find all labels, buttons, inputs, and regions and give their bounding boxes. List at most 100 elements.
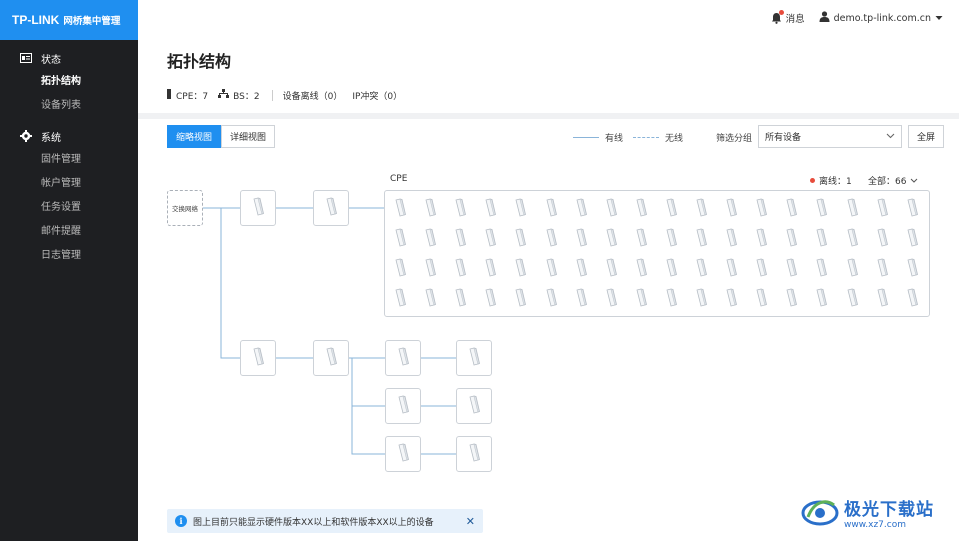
sidebar-item-topology[interactable]: 拓扑结构 <box>41 76 81 87</box>
cpe-device[interactable] <box>664 226 678 250</box>
cpe-device[interactable] <box>664 286 678 310</box>
cpe-device[interactable] <box>875 256 889 280</box>
cpe-device[interactable] <box>664 196 678 220</box>
cpe-device[interactable] <box>784 226 798 250</box>
cpe-device[interactable] <box>754 286 768 310</box>
bs-node[interactable] <box>240 190 276 226</box>
cpe-device[interactable] <box>845 256 859 280</box>
cpe-device[interactable] <box>513 196 527 220</box>
cpe-device[interactable] <box>905 286 919 310</box>
cpe-device[interactable] <box>513 226 527 250</box>
cpe-device[interactable] <box>423 196 437 220</box>
cpe-device[interactable] <box>393 226 407 250</box>
cpe-device[interactable] <box>634 226 648 250</box>
close-icon[interactable]: ✕ <box>465 514 475 528</box>
switch-network-node[interactable]: 交换网络 <box>167 190 203 226</box>
cpe-device[interactable] <box>814 256 828 280</box>
cpe-device[interactable] <box>754 226 768 250</box>
group-filter-select[interactable]: 所有设备 <box>758 125 902 148</box>
cpe-device[interactable] <box>875 226 889 250</box>
fullscreen-button[interactable]: 全屏 <box>908 125 944 148</box>
sidebar-item-accounts[interactable]: 帐户管理 <box>41 178 81 189</box>
sidebar-item-email[interactable]: 邮件提醒 <box>41 226 81 237</box>
cpe-node[interactable] <box>385 340 421 376</box>
bs-node[interactable] <box>313 340 349 376</box>
nav-group-system[interactable]: 系统 <box>0 124 138 148</box>
cpe-device[interactable] <box>423 226 437 250</box>
cpe-node[interactable] <box>456 340 492 376</box>
cpe-device[interactable] <box>483 196 497 220</box>
cpe-device[interactable] <box>905 196 919 220</box>
cpe-node[interactable] <box>456 388 492 424</box>
cpe-device[interactable] <box>724 286 738 310</box>
cpe-device[interactable] <box>544 226 558 250</box>
cpe-device[interactable] <box>544 286 558 310</box>
cpe-device[interactable] <box>694 286 708 310</box>
bs-node[interactable] <box>240 340 276 376</box>
cpe-device[interactable] <box>694 196 708 220</box>
sidebar-item-firmware[interactable]: 固件管理 <box>41 154 81 165</box>
cpe-device[interactable] <box>694 256 708 280</box>
cpe-device[interactable] <box>604 226 618 250</box>
cpe-device[interactable] <box>814 196 828 220</box>
bs-node[interactable] <box>313 190 349 226</box>
cpe-device[interactable] <box>393 256 407 280</box>
cpe-device[interactable] <box>724 196 738 220</box>
cpe-device[interactable] <box>784 286 798 310</box>
cpe-device[interactable] <box>754 196 768 220</box>
cpe-device[interactable] <box>634 196 648 220</box>
cpe-device[interactable] <box>574 226 588 250</box>
cpe-device[interactable] <box>905 256 919 280</box>
cpe-device[interactable] <box>784 256 798 280</box>
cpe-device[interactable] <box>875 286 889 310</box>
cpe-device[interactable] <box>393 196 407 220</box>
cpe-device[interactable] <box>483 286 497 310</box>
cpe-device[interactable] <box>754 256 768 280</box>
total-count-toggle[interactable]: 全部：66 <box>868 174 918 187</box>
cpe-device[interactable] <box>875 196 889 220</box>
sidebar-item-logs[interactable]: 日志管理 <box>41 250 81 261</box>
cpe-device[interactable] <box>814 226 828 250</box>
cpe-device[interactable] <box>724 226 738 250</box>
nav-group-status[interactable]: 状态 <box>0 46 138 70</box>
cpe-device[interactable] <box>574 256 588 280</box>
cpe-device[interactable] <box>544 256 558 280</box>
cpe-device[interactable] <box>634 256 648 280</box>
cpe-device[interactable] <box>845 286 859 310</box>
messages-button[interactable]: 消息 <box>771 10 805 25</box>
cpe-device[interactable] <box>604 286 618 310</box>
cpe-node[interactable] <box>385 388 421 424</box>
cpe-device[interactable] <box>724 256 738 280</box>
cpe-node[interactable] <box>385 436 421 472</box>
cpe-device[interactable] <box>694 226 708 250</box>
cpe-device[interactable] <box>423 286 437 310</box>
cpe-device[interactable] <box>845 196 859 220</box>
cpe-device[interactable] <box>574 286 588 310</box>
cpe-device[interactable] <box>574 196 588 220</box>
cpe-device[interactable] <box>453 286 467 310</box>
tab-brief-view[interactable]: 缩略视图 <box>167 125 222 148</box>
cpe-device[interactable] <box>634 286 648 310</box>
cpe-device[interactable] <box>814 286 828 310</box>
cpe-device[interactable] <box>453 256 467 280</box>
tab-detail-view[interactable]: 详细视图 <box>221 125 276 148</box>
cpe-device[interactable] <box>453 196 467 220</box>
cpe-device[interactable] <box>845 226 859 250</box>
sidebar-item-tasks[interactable]: 任务设置 <box>41 202 81 213</box>
cpe-device[interactable] <box>513 256 527 280</box>
cpe-device[interactable] <box>423 256 437 280</box>
cpe-device[interactable] <box>483 226 497 250</box>
sidebar-item-device-list[interactable]: 设备列表 <box>41 100 81 111</box>
cpe-device[interactable] <box>604 256 618 280</box>
cpe-device[interactable] <box>905 226 919 250</box>
cpe-device[interactable] <box>544 196 558 220</box>
cpe-device[interactable] <box>664 256 678 280</box>
user-menu[interactable]: demo.tp-link.com.cn <box>819 11 943 25</box>
cpe-node[interactable] <box>456 436 492 472</box>
cpe-device[interactable] <box>453 226 467 250</box>
cpe-device[interactable] <box>604 196 618 220</box>
cpe-device[interactable] <box>483 256 497 280</box>
cpe-device[interactable] <box>393 286 407 310</box>
cpe-device[interactable] <box>784 196 798 220</box>
cpe-device[interactable] <box>513 286 527 310</box>
